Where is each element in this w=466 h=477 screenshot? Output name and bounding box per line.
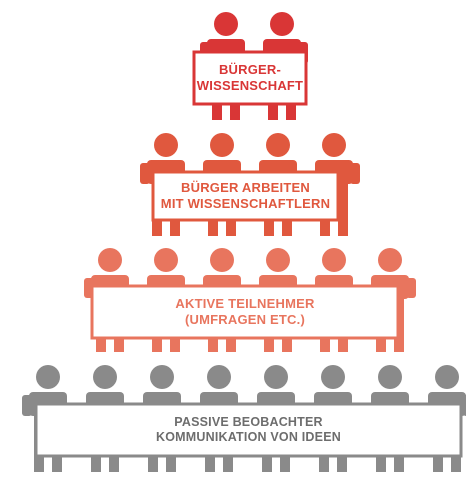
tier-top-group — [192, 12, 308, 120]
tier-base-group — [22, 365, 466, 472]
tier-base-banner — [34, 402, 463, 458]
person-head — [266, 133, 290, 157]
person-arm-right — [350, 163, 360, 184]
person-head — [210, 133, 234, 157]
tier-second-banner — [151, 170, 340, 222]
person-head — [154, 248, 178, 272]
person-arm-left — [140, 163, 150, 184]
person-head — [435, 365, 459, 389]
person-arm-right — [406, 278, 416, 298]
person-head — [264, 365, 288, 389]
person-head — [210, 248, 234, 272]
tier-second-group — [140, 133, 360, 236]
person-head — [266, 248, 290, 272]
person-head — [378, 248, 402, 272]
person-arm-left — [22, 395, 32, 416]
person-head — [322, 133, 346, 157]
person-head — [150, 365, 174, 389]
person-head — [207, 365, 231, 389]
person-leg-right — [338, 180, 348, 236]
tier-top-banner — [192, 50, 308, 106]
person-head — [270, 12, 294, 36]
person-head — [378, 365, 402, 389]
person-head — [321, 365, 345, 389]
person-arm-right — [463, 395, 466, 416]
person-head — [36, 365, 60, 389]
tier-third-banner — [90, 284, 400, 340]
person-head — [93, 365, 117, 389]
tier-third-group — [84, 248, 416, 352]
person-head — [154, 133, 178, 157]
person-head — [98, 248, 122, 272]
person-head — [322, 248, 346, 272]
person-head — [214, 12, 238, 36]
